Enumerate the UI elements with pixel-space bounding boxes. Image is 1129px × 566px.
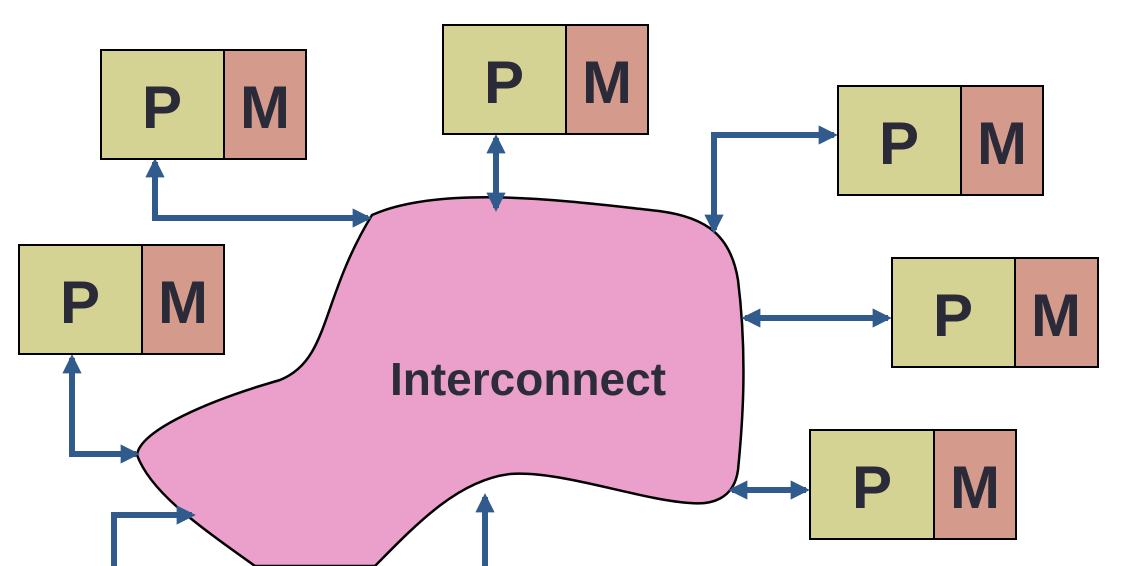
pm-node: P M: [18, 244, 225, 355]
connector-left: [62, 354, 140, 464]
processor-label: P: [484, 49, 524, 116]
memory-label: M: [1031, 282, 1081, 349]
memory-box: [565, 24, 649, 135]
memory-box: [1014, 257, 1099, 368]
connectors: [62, 125, 892, 566]
memory-label: M: [950, 454, 1000, 521]
connector-top-left: [145, 158, 372, 228]
memory-label: M: [240, 74, 290, 141]
processor-box: [809, 429, 935, 540]
processor-label: P: [933, 282, 973, 349]
processor-box: [442, 24, 567, 135]
processor-box: [891, 257, 1016, 368]
processor-label: P: [852, 454, 892, 521]
interconnect-cloud: [135, 196, 745, 566]
processor-label: P: [879, 110, 919, 177]
memory-label: M: [582, 49, 632, 116]
pm-node: P M: [809, 429, 1017, 540]
interconnect-label: Interconnect: [390, 353, 666, 405]
processor-box: [18, 244, 143, 355]
pm-node: P M: [442, 24, 649, 135]
processor-box: [837, 85, 962, 196]
memory-box: [933, 429, 1017, 540]
connector-top-right: [704, 125, 838, 234]
memory-box: [223, 49, 307, 160]
memory-box: [960, 85, 1044, 196]
memory-label: M: [158, 269, 208, 336]
processor-label: P: [60, 269, 100, 336]
connector-bottom-left: [111, 505, 196, 566]
pm-node: P M: [837, 85, 1044, 196]
pm-node: P M: [891, 257, 1099, 368]
processor-label: P: [142, 74, 182, 141]
memory-box: [141, 244, 225, 355]
pm-node: P M: [100, 49, 307, 160]
memory-label: M: [977, 110, 1027, 177]
